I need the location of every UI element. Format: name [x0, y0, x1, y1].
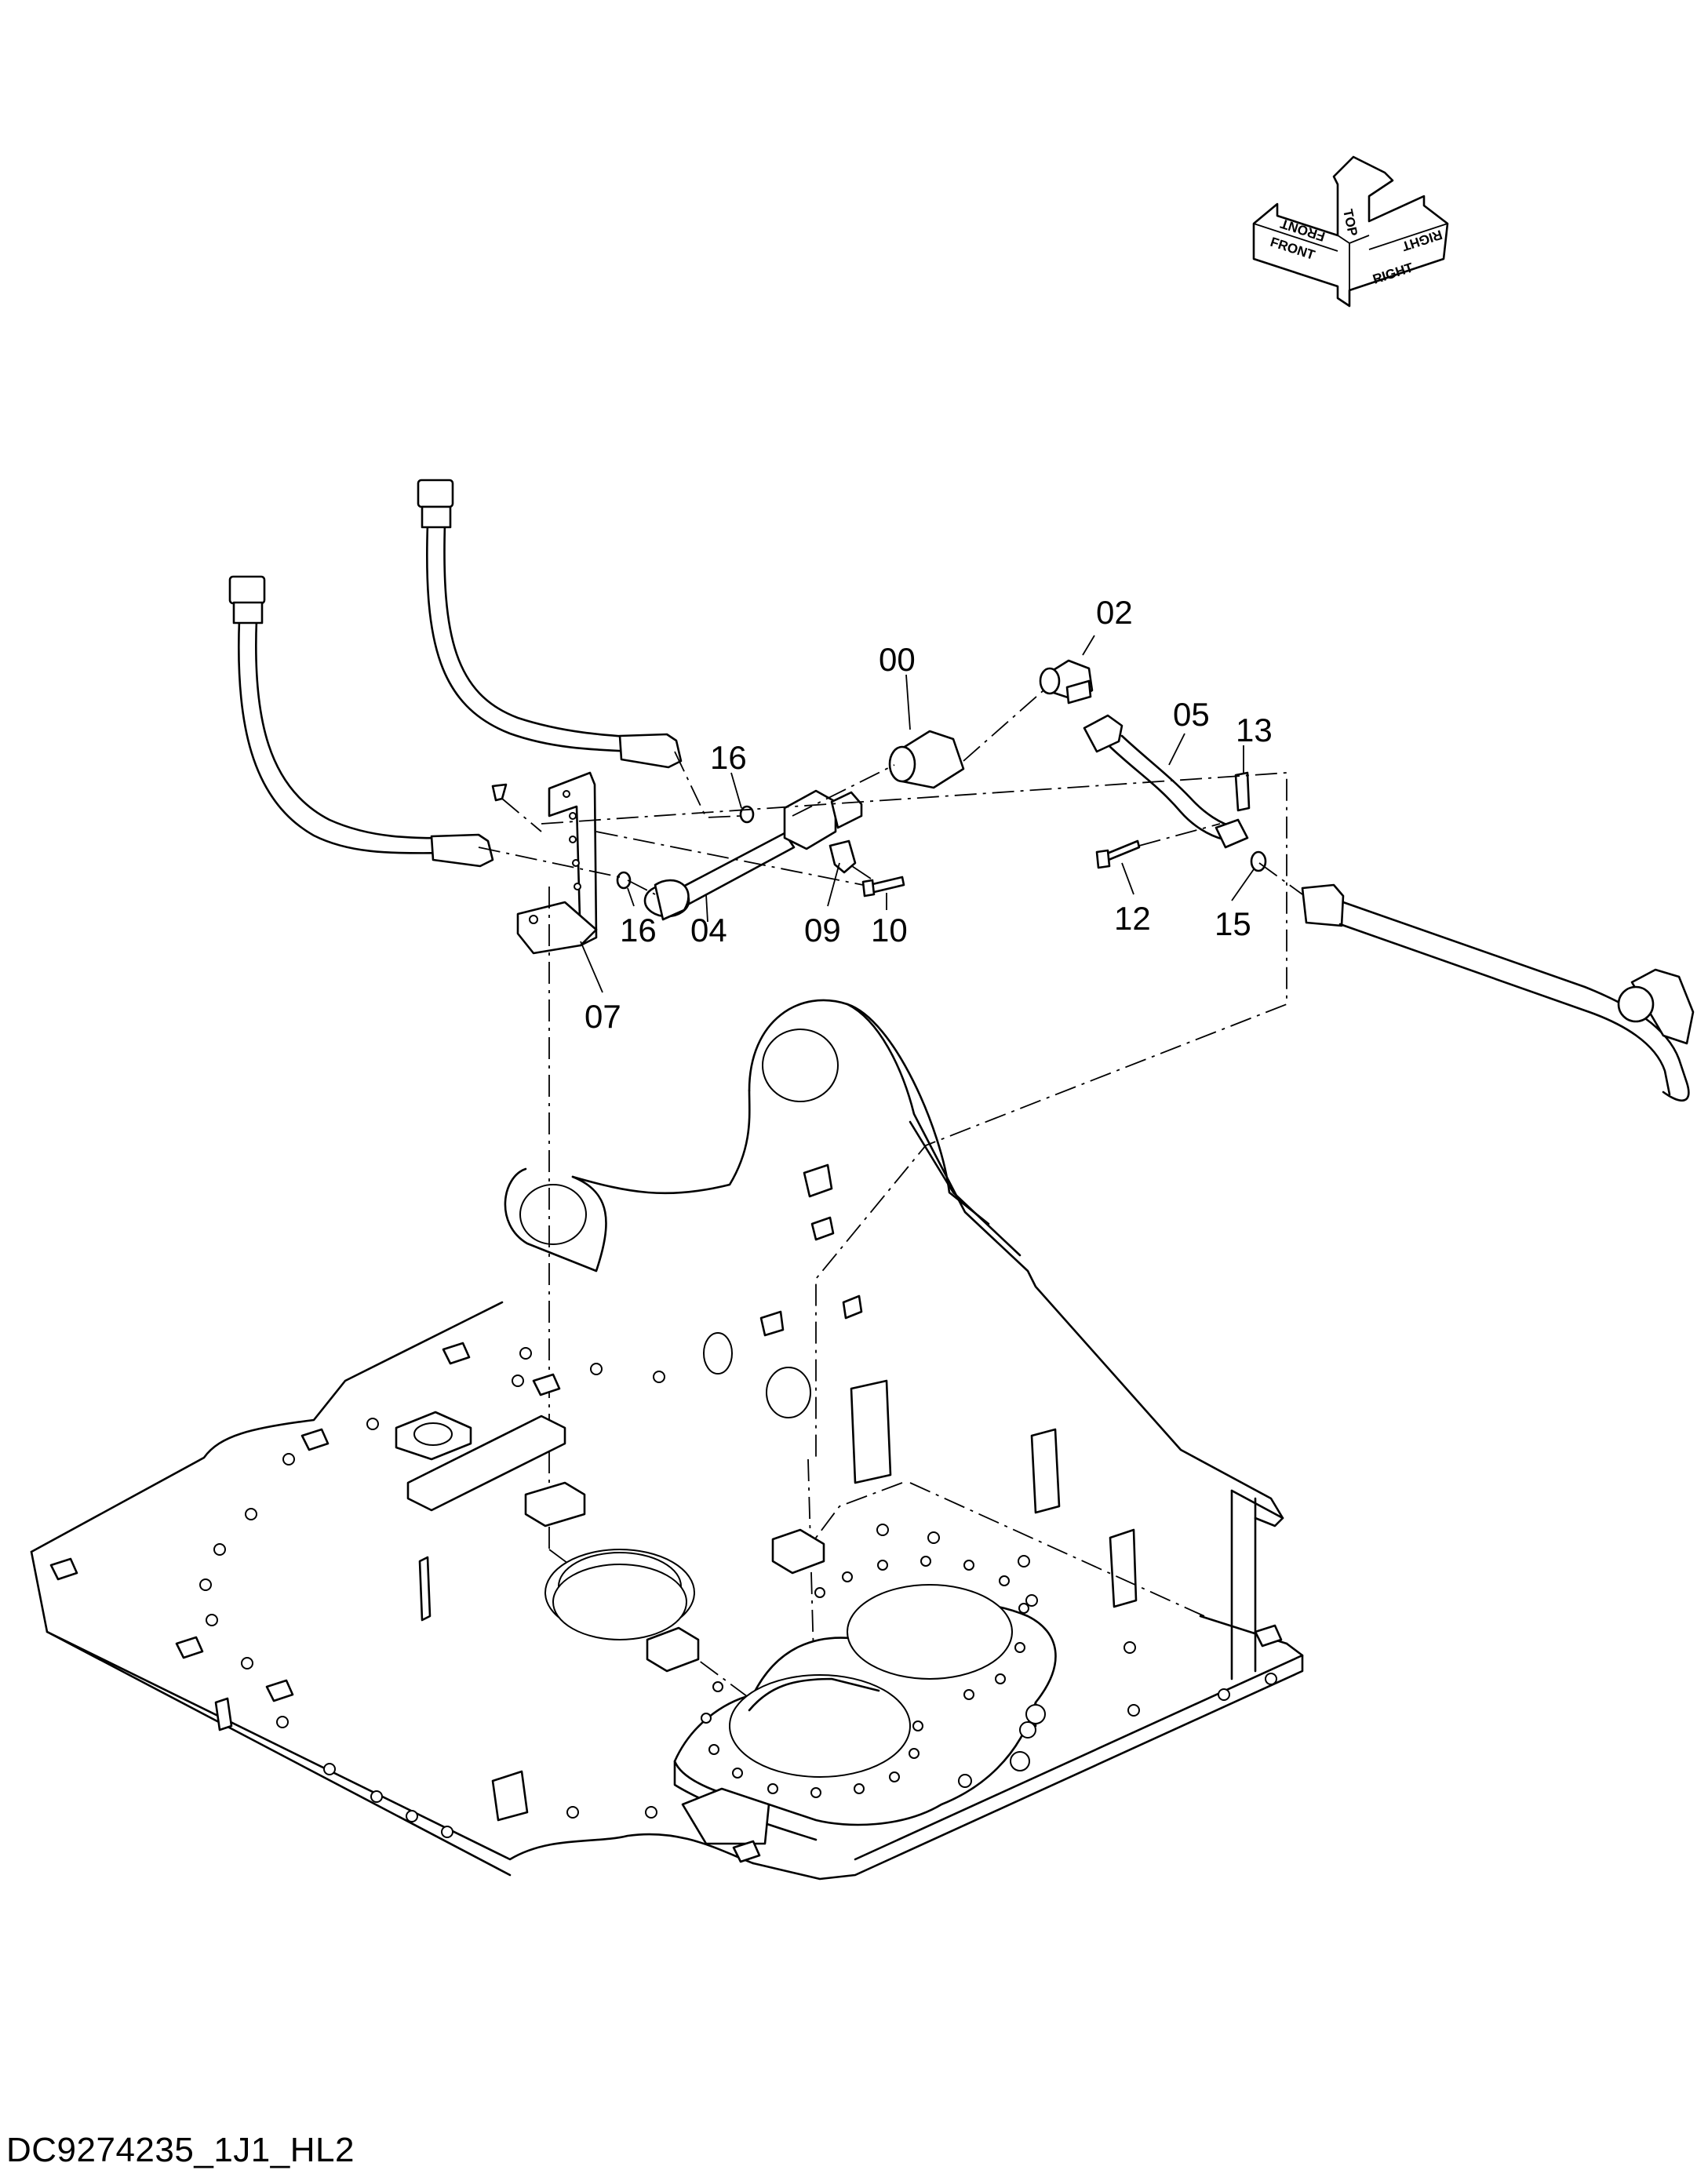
callouts: 00 02 05 13 16 16 04 09 10 12 15 07 [585, 594, 1273, 1035]
callout-05: 05 [1173, 696, 1210, 733]
bracket-07 [516, 771, 598, 955]
frame-base-plate [30, 772, 1304, 1881]
document-code: DC9274235_1J1_HL2 [6, 2131, 355, 2169]
pipe-05 [1083, 714, 1249, 849]
hose-left-upper [417, 479, 683, 769]
callout-15: 15 [1215, 905, 1251, 942]
callout-16-upper: 16 [710, 739, 747, 776]
callout-10: 10 [871, 912, 908, 948]
callout-09: 09 [804, 912, 841, 948]
callout-16-lower: 16 [620, 912, 657, 948]
hose-left-lower [228, 575, 494, 868]
leader-lines [478, 635, 1303, 993]
frame-side-plate [504, 999, 1284, 1680]
fitting-00 [888, 730, 965, 789]
callout-00: 00 [879, 641, 916, 678]
callout-12: 12 [1114, 900, 1151, 937]
callout-07: 07 [585, 998, 621, 1035]
orientation-marker: TOP FRONT FRONT RIGHT RIGHT [1252, 155, 1449, 308]
callout-02: 02 [1096, 594, 1133, 631]
hose-right [1301, 883, 1695, 1101]
elbow-02 [1039, 659, 1094, 705]
callout-04: 04 [690, 912, 727, 948]
valve-assembly-04 [643, 789, 863, 921]
callout-13: 13 [1236, 712, 1273, 748]
